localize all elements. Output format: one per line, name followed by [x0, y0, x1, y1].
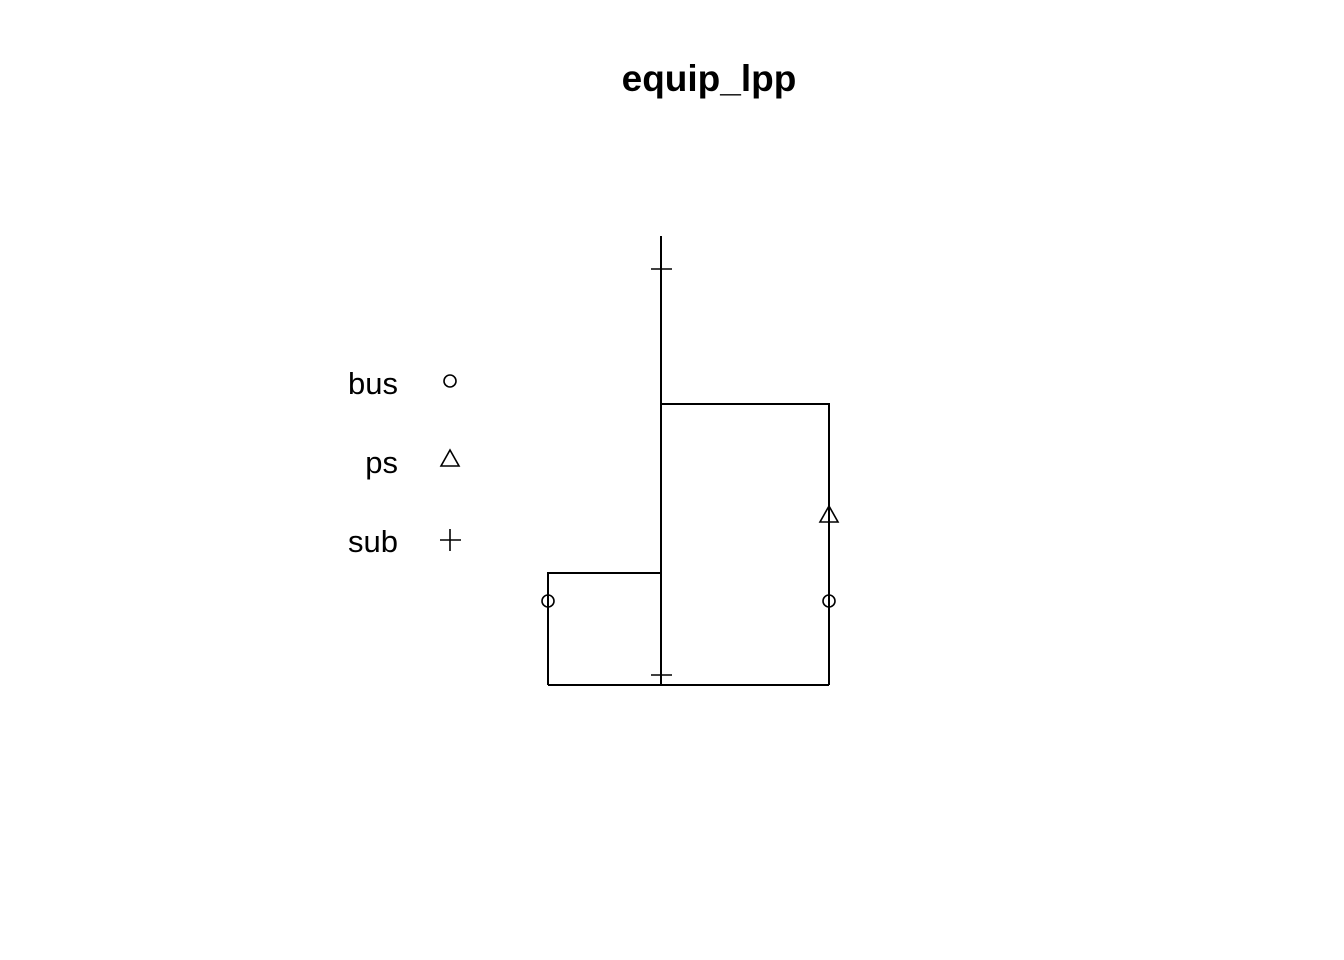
bus-circle-icon: [443, 374, 457, 388]
legend-label-sub: sub: [348, 524, 398, 559]
wiring: [547, 236, 830, 686]
ps-triangle-icon: [439, 448, 461, 467]
legend-label-bus: bus: [348, 366, 398, 401]
legend-item-ps: ps: [365, 445, 461, 480]
legend-item-sub: sub: [348, 524, 461, 559]
legend: bus ps sub: [348, 366, 461, 559]
bus-node-right: [822, 594, 836, 608]
legend-label-ps: ps: [365, 445, 398, 480]
ps-node-right: [818, 504, 840, 523]
legend-item-bus: bus: [348, 366, 457, 401]
right-branch-line: [661, 403, 830, 685]
bus-node-left: [541, 594, 555, 608]
node-symbols: [541, 268, 840, 676]
sub-plus-icon: [440, 529, 461, 551]
left-branch-line: [547, 572, 661, 685]
diagram-title: equip_lpp: [621, 58, 797, 99]
